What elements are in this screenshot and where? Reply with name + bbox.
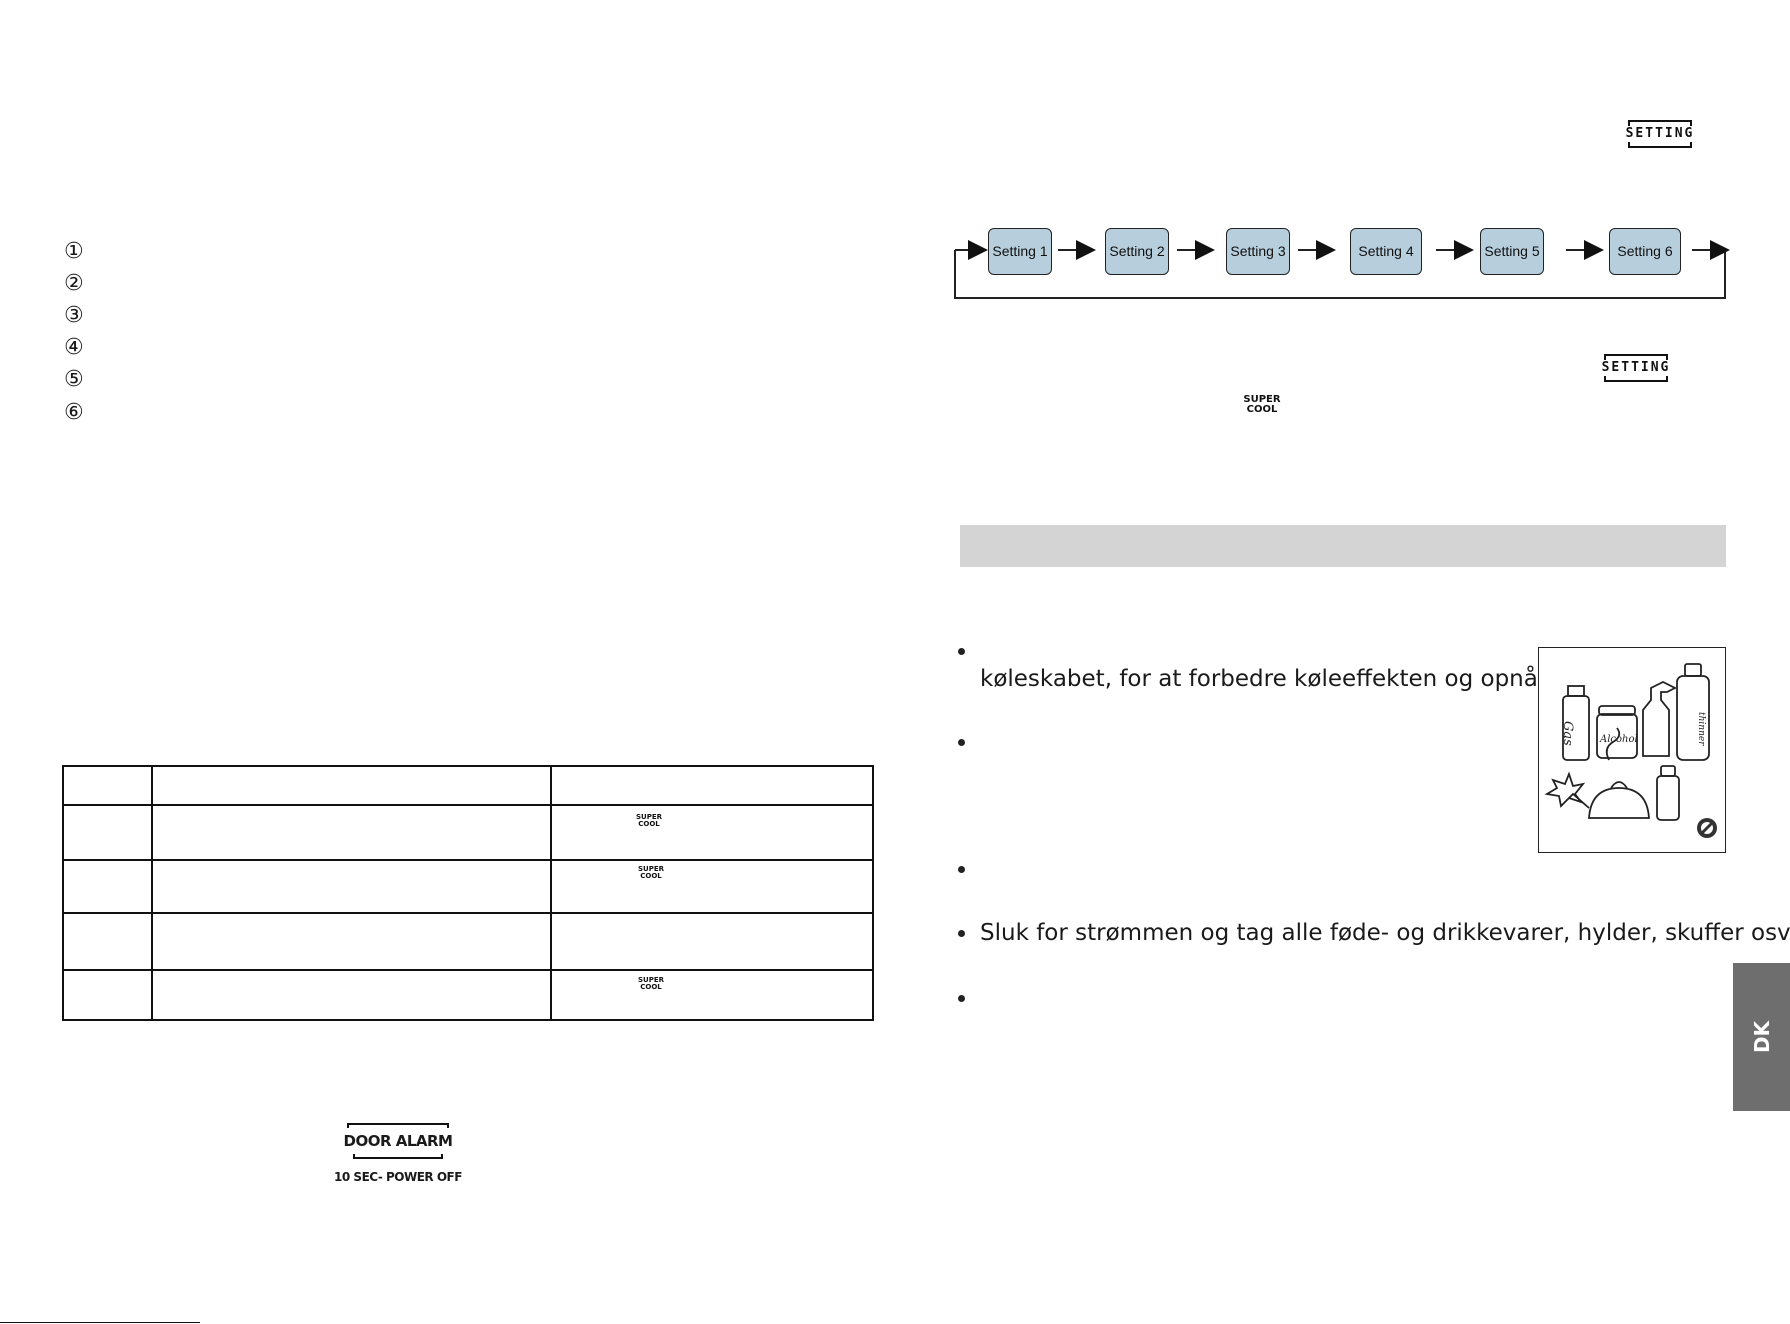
super-cool-icon: SUPER COOL — [635, 813, 663, 828]
gas-label: Gas — [1560, 721, 1575, 746]
bullet-dot — [958, 648, 965, 655]
bullet-dot — [958, 866, 965, 873]
super-cool-icon: SUPER COOL — [637, 865, 665, 880]
marker-2: ② — [64, 271, 84, 296]
language-tab: DK — [1733, 963, 1790, 1111]
flow-step-5: Setting 5 — [1480, 228, 1544, 275]
footnote-rule — [0, 1322, 200, 1323]
prohibited-icon — [1697, 818, 1717, 838]
door-alarm-sublabel: 10 SEC- POWER OFF — [334, 1170, 462, 1184]
flow-step-1: Setting 1 — [988, 228, 1052, 275]
super-cool-icon: SUPER COOL — [637, 976, 665, 991]
bullet-dot — [958, 930, 965, 937]
section-heading-banner — [960, 525, 1726, 567]
marker-5: ⑤ — [64, 367, 84, 392]
marker-1: ① — [64, 239, 84, 264]
marker-3: ③ — [64, 303, 84, 328]
flammable-items-illustration: Gas Alcohol thinner — [1538, 647, 1726, 853]
language-tab-label: DK — [1749, 1020, 1774, 1054]
setting-icon: SETTING — [1598, 354, 1674, 382]
flow-step-2: Setting 2 — [1105, 228, 1169, 275]
thinner-label: thinner — [1696, 712, 1706, 746]
alcohol-label: Alcohol — [1599, 734, 1638, 745]
setting-icon: SETTING — [1622, 120, 1698, 148]
door-alarm-label: DOOR ALARM — [343, 1132, 453, 1150]
door-alarm-icon: DOOR ALARM 10 SEC- POWER OFF — [328, 1122, 468, 1188]
settings-table: SUPER COOL SUPER COOL SUPER COOL — [62, 765, 874, 1021]
bullet-text-2: køleskabet, for at forbedre køleeffekten… — [980, 666, 1538, 692]
bullet-text-5: Sluk for strømmen og tag alle føde- og d… — [980, 920, 1790, 946]
super-cool-icon: SUPER COOL — [1243, 394, 1281, 415]
bullet-dot — [958, 739, 965, 746]
settings-flow-diagram — [954, 240, 1730, 299]
flow-step-4: Setting 4 — [1350, 228, 1422, 275]
marker-4: ④ — [64, 335, 84, 360]
bullet-dot — [958, 995, 965, 1002]
marker-6: ⑥ — [64, 400, 84, 425]
flow-step-3: Setting 3 — [1226, 228, 1290, 275]
flow-step-6: Setting 6 — [1609, 228, 1681, 275]
